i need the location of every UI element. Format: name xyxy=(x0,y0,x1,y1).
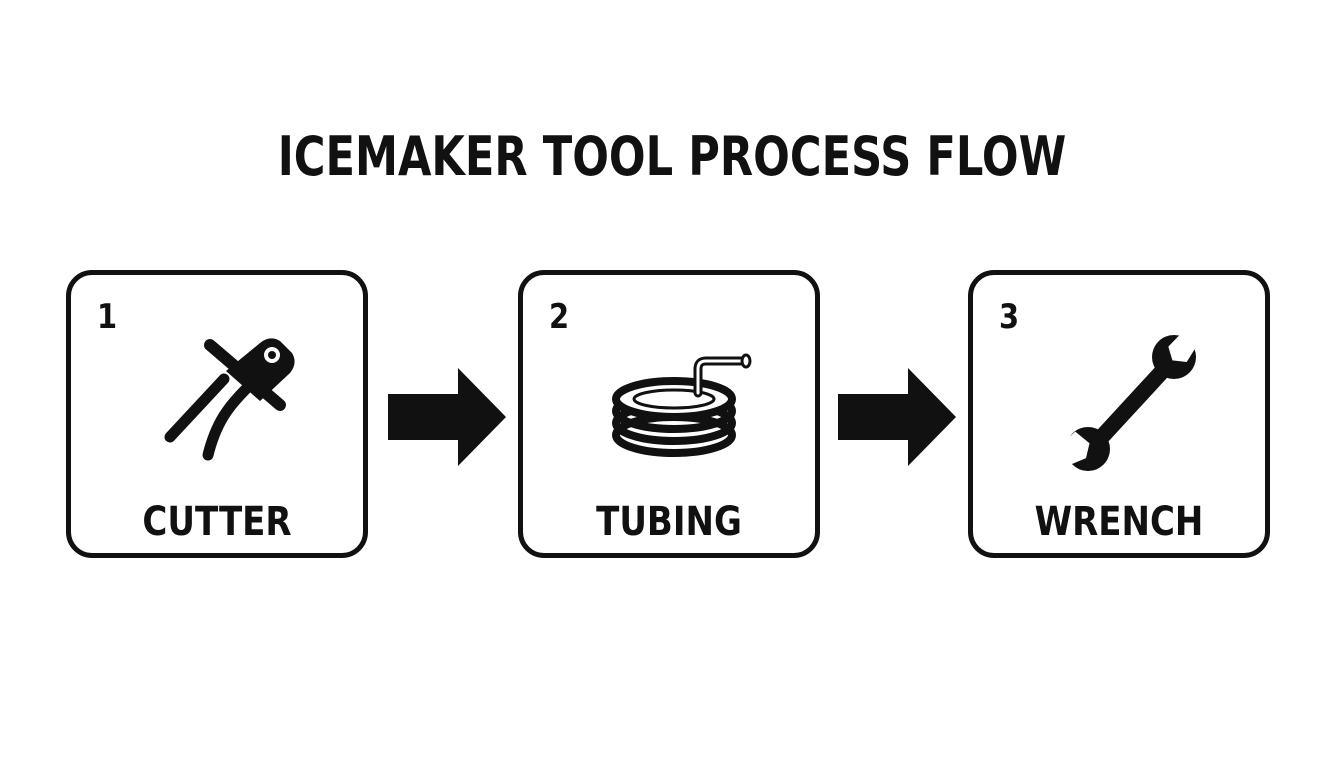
arrow-right-icon xyxy=(838,368,956,466)
pipe-cutter-icon xyxy=(164,338,295,461)
step-card-cutter: 1 CUTTER xyxy=(66,270,368,558)
step-number: 3 xyxy=(999,297,1020,337)
step-label: WRENCH xyxy=(1034,499,1204,545)
arrow-right-icon xyxy=(388,368,506,466)
coiled-tubing-icon xyxy=(612,353,752,457)
step-number: 2 xyxy=(549,297,570,337)
step-card-wrench: 3 WRENCH xyxy=(968,270,1270,558)
step-card-tubing: 2 TUBING xyxy=(518,270,820,558)
step-number: 1 xyxy=(97,297,118,337)
diagram-title: ICEMAKER TOOL PROCESS FLOW xyxy=(277,125,1067,188)
step-label: TUBING xyxy=(596,499,742,545)
wrench-icon xyxy=(1061,326,1202,471)
step-label: CUTTER xyxy=(142,499,292,545)
